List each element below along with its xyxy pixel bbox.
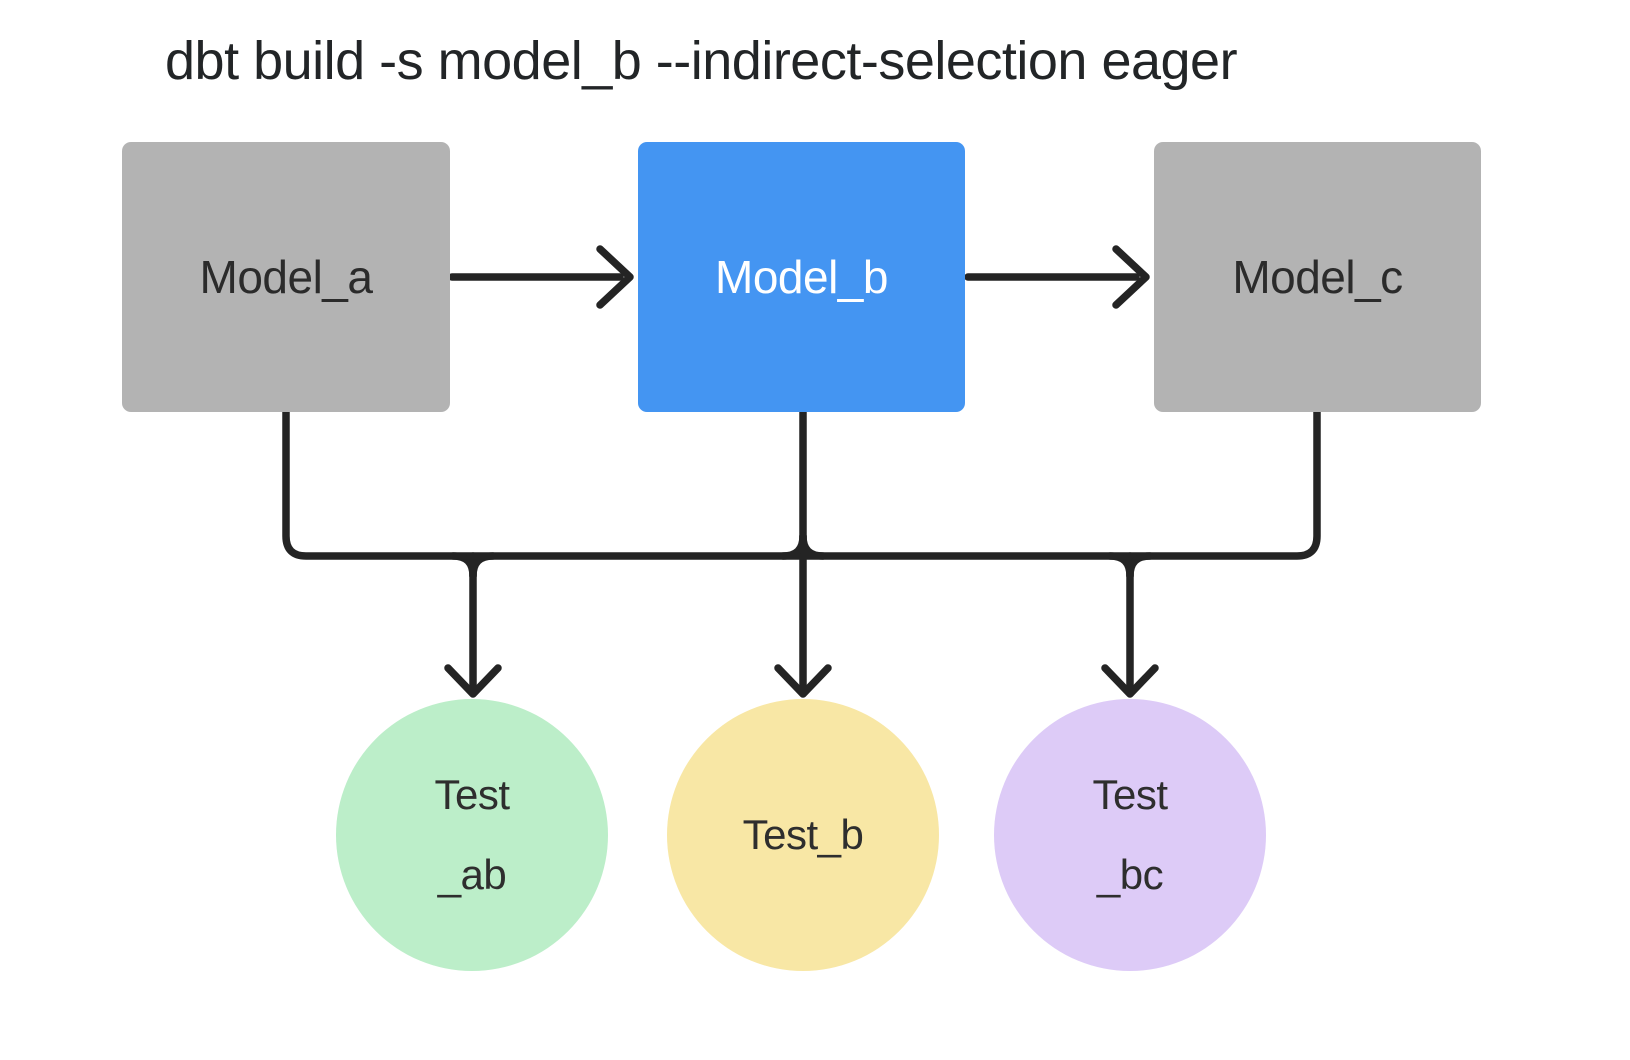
bus-fillet-bc-right — [1126, 552, 1154, 580]
model-a-node: Model_a — [122, 142, 450, 412]
test-b-label-line1: Test_b — [742, 811, 864, 858]
arrowhead-test-ab-icon — [444, 664, 502, 698]
bus-fillet-mid-right — [799, 532, 827, 560]
model-a-label: Model_a — [199, 251, 373, 303]
model-b-node: Model_b — [638, 142, 965, 412]
arrowhead-model-b-icon — [596, 245, 634, 309]
model-b-label: Model_b — [715, 251, 888, 303]
model-c-node: Model_c — [1154, 142, 1481, 412]
arrowhead-model-c-icon — [1112, 245, 1150, 309]
test-b-node: Test_b — [667, 699, 939, 971]
test-bc-label-line2: _bc — [1096, 851, 1164, 898]
test-ab-node: Test _ab — [336, 699, 608, 971]
test-ab-label-line1: Test — [434, 771, 510, 818]
arrowhead-test-bc-icon — [1101, 664, 1159, 698]
bus-fillet-ab-right — [469, 552, 497, 580]
edge-group — [282, 245, 1321, 698]
model-c-label: Model_c — [1232, 251, 1403, 303]
arrowhead-test-b-icon — [774, 664, 832, 698]
test-ab-label-line2: _ab — [437, 851, 507, 898]
test-bc-label-line1: Test — [1092, 771, 1168, 818]
test-bc-node: Test _bc — [994, 699, 1266, 971]
diagram-title: dbt build -s model_b --indirect-selectio… — [165, 31, 1238, 91]
